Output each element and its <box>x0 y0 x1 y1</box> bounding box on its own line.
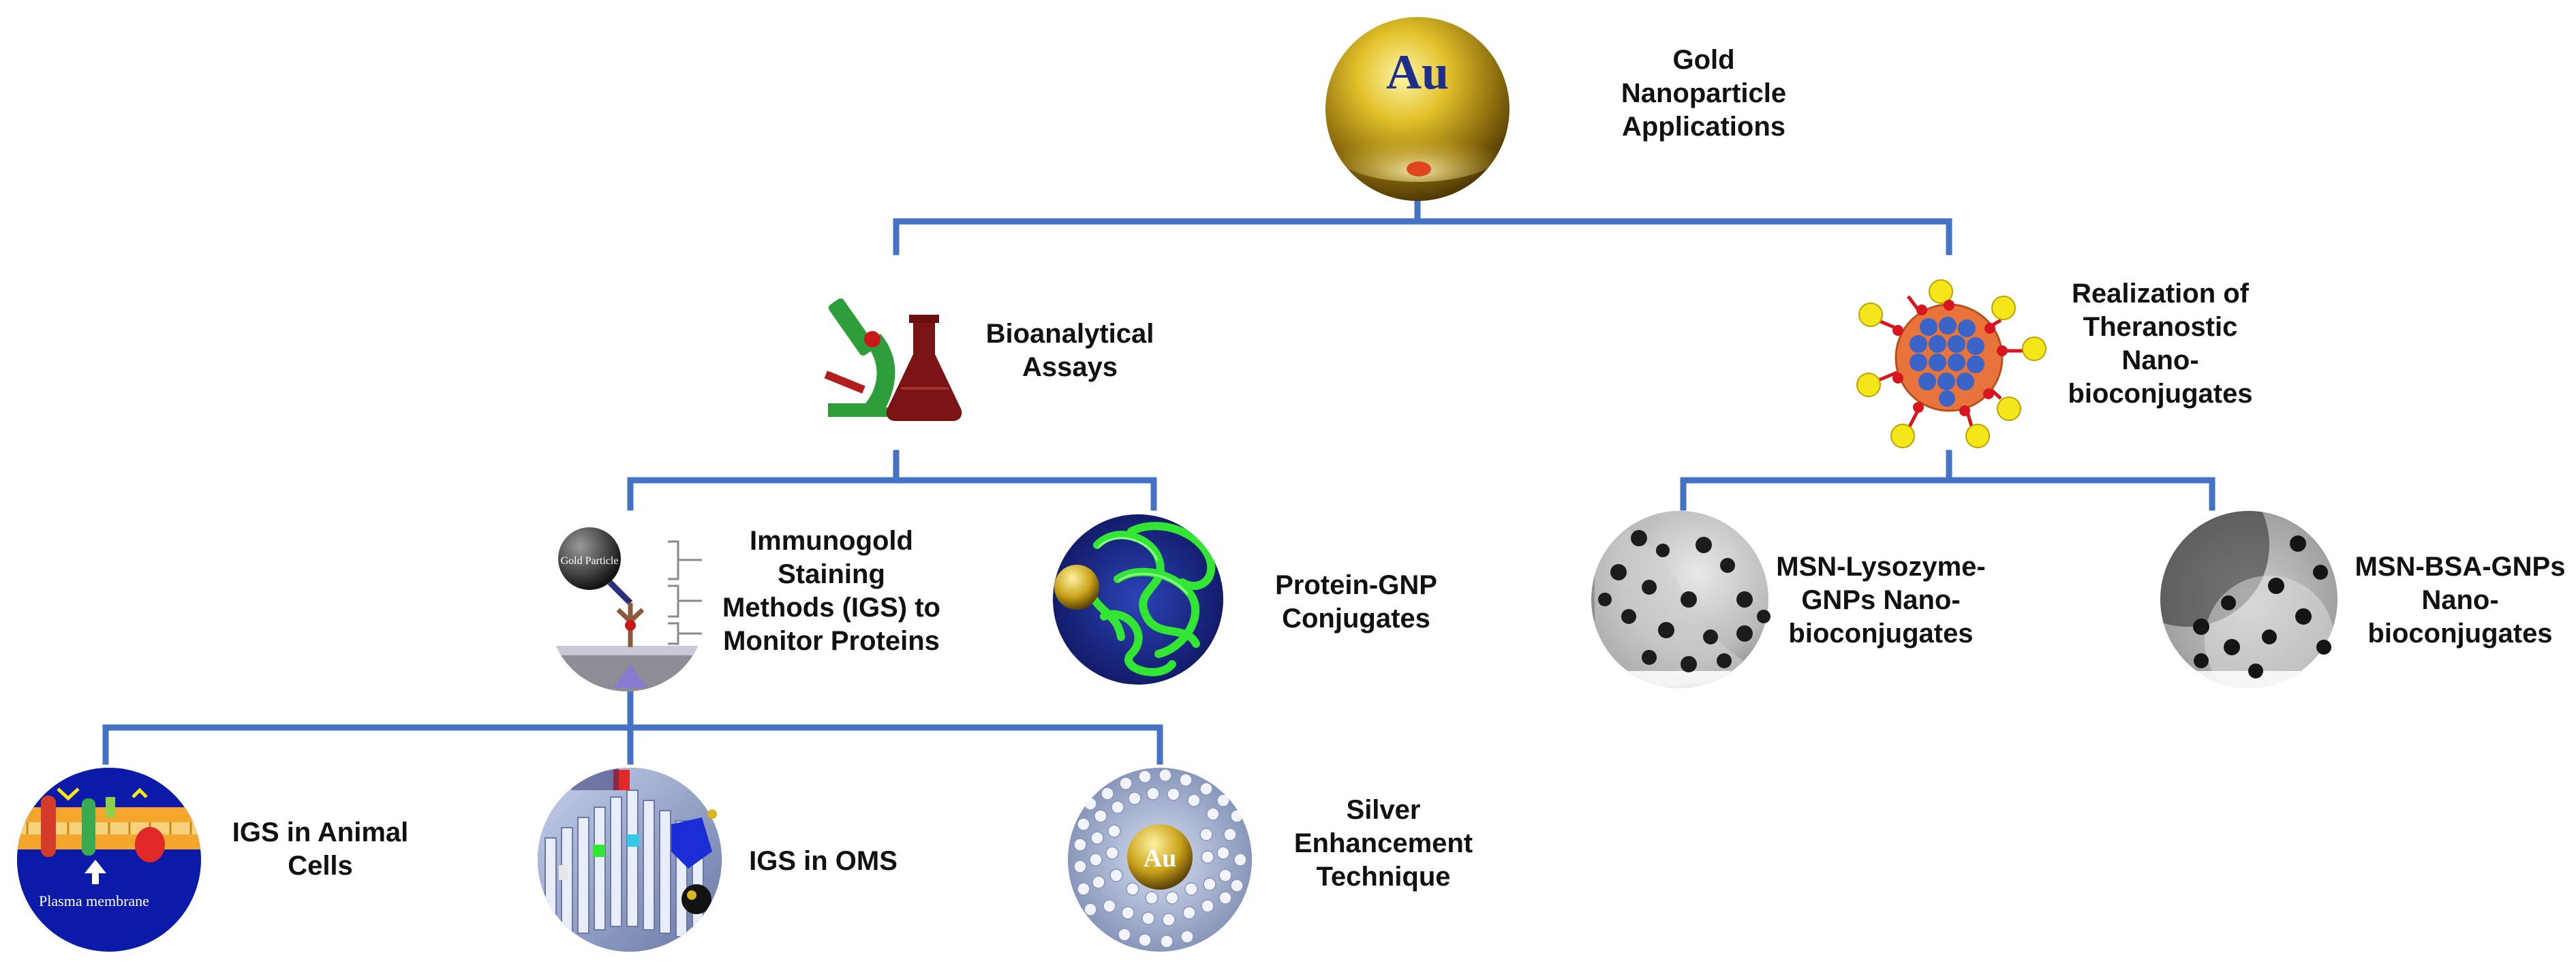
protein-label-line-2: Conjugates <box>1282 604 1430 634</box>
igs-animal-label-line-2: Cells <box>288 851 353 881</box>
theranostic-label-line-2: Theranostic <box>2083 312 2238 342</box>
sem-image-bsa-icon <box>2160 511 2337 688</box>
gold-nanoparticle-icon: Au <box>1325 17 1509 201</box>
plasma-membrane-icon: Plasma membrane <box>17 768 201 952</box>
microscope-flask-icon <box>824 298 962 421</box>
silver-label-line-3: Technique <box>1316 862 1451 892</box>
igs-animal-label-line-1: IGS in Animal <box>232 817 409 847</box>
silver-au-icon-text: Au <box>1144 844 1177 873</box>
silver-enhancement-label: Silver Enhancement Technique <box>1281 794 1486 894</box>
msn-bsa-label-line-1: MSN-BSA-GNPs <box>2355 552 2566 582</box>
gold-icon-text: Au <box>1386 45 1449 99</box>
silver-enhancement-icon: Au <box>1068 768 1252 952</box>
theranostic-label-line-4: bioconjugates <box>2068 379 2253 409</box>
bioanalytical-label-line-2: Assays <box>1022 352 1118 382</box>
immunogold-label-line-4: Monitor Proteins <box>723 626 940 656</box>
root-label-line-2: Nanoparticle <box>1621 78 1787 108</box>
protein-label-line-1: Protein-GNP <box>1275 570 1437 600</box>
msn-lysozyme-gnps-label: MSN-Lysozyme- GNPs Nano- bioconjugates <box>1768 550 1993 651</box>
silver-label-line-1: Silver <box>1346 795 1421 825</box>
bioanalytical-label-line-1: Bioanalytical <box>985 319 1154 349</box>
silver-label-line-2: Enhancement <box>1293 828 1473 858</box>
gold-particle-icon-text: Gold Particle <box>561 555 619 567</box>
plasma-membrane-icon-text: Plasma membrane <box>39 892 149 909</box>
msn-lysozyme-label-line-1: MSN-Lysozyme- <box>1776 552 1986 582</box>
immunogold-schematic-icon: Gold Particle <box>549 527 705 691</box>
immunogold-staining-label: Immunogold Staining Methods (IGS) to Mon… <box>695 525 968 658</box>
gold-nanoparticle-applications-label: Gold Nanoparticle Applications <box>1601 44 1806 144</box>
root-label-line-1: Gold <box>1672 45 1735 75</box>
immunogold-label-line-3: Methods (IGS) to <box>722 593 940 623</box>
msn-lysozyme-label-line-2: GNPs Nano- <box>1801 585 1961 615</box>
oms-surface-icon <box>538 768 722 952</box>
msn-bsa-gnps-label: MSN-BSA-GNPs Nano- bioconjugates <box>2348 550 2573 651</box>
protein-structure-icon <box>1053 514 1223 685</box>
theranostic-label-line-1: Realization of <box>2071 279 2250 309</box>
msn-lysozyme-label-line-3: bioconjugates <box>1788 619 1974 649</box>
immunogold-label-line-2: Staining <box>778 559 885 589</box>
tree-connectors <box>102 198 2215 765</box>
immunogold-label-line-1: Immunogold <box>750 526 913 556</box>
theranostic-nanoparticle-icon <box>1856 279 2046 448</box>
theranostic-label-line-3: Nano- <box>2121 345 2199 375</box>
root-label-line-3: Applications <box>1621 112 1786 142</box>
sem-image-lysozyme-icon <box>1591 511 1770 688</box>
bioanalytical-assays-label: Bioanalytical Assays <box>968 317 1172 384</box>
igs-animal-cells-label: IGS in Animal Cells <box>211 816 429 883</box>
protein-gnp-conjugates-label: Protein-GNP Conjugates <box>1254 569 1458 636</box>
msn-bsa-label-line-3: bioconjugates <box>2367 619 2553 649</box>
igs-oms-label: IGS in OMS <box>728 845 919 878</box>
igs-oms-label-line-1: IGS in OMS <box>749 846 898 876</box>
msn-bsa-label-line-2: Nano- <box>2421 585 2499 615</box>
theranostic-bioconjugates-label: Realization of Theranostic Nano- bioconj… <box>2058 277 2263 411</box>
